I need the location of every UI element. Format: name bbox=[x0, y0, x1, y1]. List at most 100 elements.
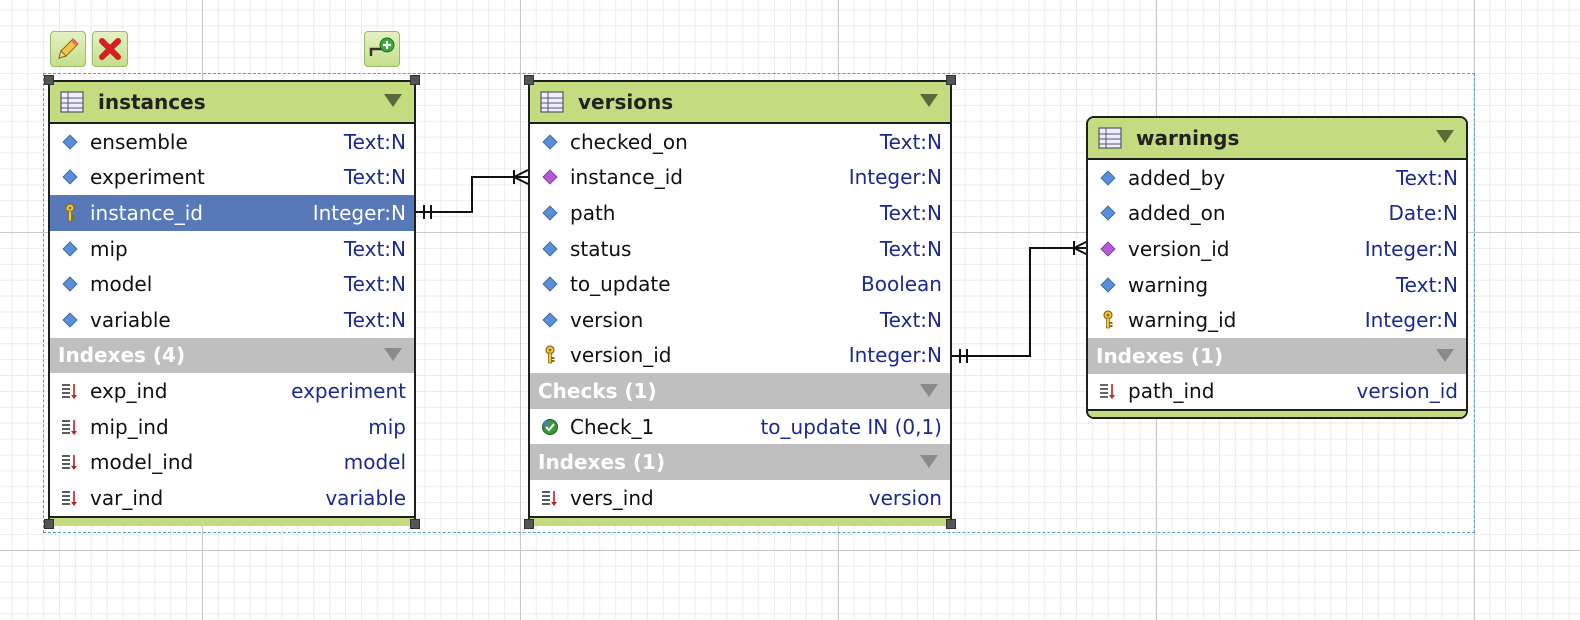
add-relation-button[interactable] bbox=[364, 31, 400, 67]
resize-handle[interactable] bbox=[524, 519, 534, 529]
column-row[interactable]: model Text:N bbox=[50, 266, 414, 302]
relation-versions-warnings[interactable] bbox=[952, 240, 1089, 363]
row-name: added_on bbox=[1128, 201, 1226, 226]
row-type: Text:N bbox=[343, 307, 406, 332]
checks-section[interactable]: Checks (1) bbox=[530, 373, 950, 409]
row-type: model bbox=[343, 450, 406, 475]
row-icon bbox=[60, 203, 80, 223]
pencil-icon bbox=[58, 38, 79, 59]
row-name: version_id bbox=[1128, 236, 1230, 261]
row-icon bbox=[60, 310, 80, 330]
indexes-label: Indexes (1) bbox=[538, 450, 666, 475]
table-footer bbox=[530, 515, 950, 526]
collapse-triangle-icon[interactable] bbox=[1436, 130, 1454, 144]
collapse-triangle-icon[interactable] bbox=[384, 94, 402, 108]
row-icon bbox=[540, 167, 560, 187]
collapse-triangle-icon[interactable] bbox=[920, 94, 938, 108]
table-header[interactable]: instances bbox=[50, 82, 414, 124]
primary-key-icon bbox=[545, 345, 555, 364]
resize-handle[interactable] bbox=[946, 75, 956, 85]
table-header[interactable]: warnings bbox=[1088, 118, 1466, 160]
row-icon bbox=[60, 132, 80, 152]
delete-button[interactable] bbox=[92, 31, 128, 67]
selection-box bbox=[43, 73, 1475, 533]
indexes-section[interactable]: Indexes (1) bbox=[1088, 337, 1466, 374]
resize-handle[interactable] bbox=[44, 519, 54, 529]
row-left: path bbox=[540, 201, 615, 225]
column-row[interactable]: version Text:N bbox=[530, 302, 950, 338]
row-left: Check_1 bbox=[540, 415, 654, 439]
table-icon bbox=[1098, 127, 1122, 149]
row-icon bbox=[60, 274, 80, 294]
row-icon bbox=[60, 381, 80, 401]
resize-handle[interactable] bbox=[410, 75, 420, 85]
resize-handle[interactable] bbox=[524, 75, 534, 85]
row-left: added_on bbox=[1098, 201, 1226, 225]
indexes-section[interactable]: Indexes (1) bbox=[530, 444, 950, 480]
collapse-triangle-icon[interactable] bbox=[920, 455, 938, 469]
table-footer bbox=[50, 515, 414, 526]
collapse-triangle-icon[interactable] bbox=[1436, 348, 1454, 363]
row-icon bbox=[60, 488, 80, 508]
collapse-triangle-icon[interactable] bbox=[384, 348, 402, 362]
edit-button[interactable] bbox=[50, 31, 86, 67]
indexes-section[interactable]: Indexes (4) bbox=[50, 337, 414, 374]
row-type: Text:N bbox=[879, 307, 942, 332]
row-icon bbox=[1098, 310, 1118, 330]
row-type: Text:N bbox=[879, 200, 942, 225]
collapse-triangle-icon[interactable] bbox=[920, 383, 938, 398]
column-diamond-icon bbox=[542, 134, 558, 150]
table-header[interactable]: versions bbox=[530, 82, 950, 124]
add-relation-icon bbox=[369, 37, 395, 56]
row-type: version bbox=[868, 485, 942, 510]
row-left: version bbox=[540, 308, 643, 332]
row-type: Text:N bbox=[343, 272, 406, 297]
row-name: warning bbox=[1128, 272, 1209, 297]
index-row[interactable]: mip_ind mip bbox=[50, 409, 414, 445]
relation-instances-versions[interactable] bbox=[416, 169, 529, 219]
row-type: Integer:N bbox=[1364, 308, 1458, 333]
checks-label: Checks (1) bbox=[538, 378, 657, 403]
row-left: path_ind bbox=[1098, 379, 1214, 403]
row-left: model bbox=[60, 272, 152, 296]
column-row[interactable]: path Text:N bbox=[530, 195, 950, 231]
index-icon bbox=[542, 490, 557, 506]
resize-handle[interactable] bbox=[44, 75, 54, 85]
row-name: instance_id bbox=[90, 200, 203, 225]
row-type: Text:N bbox=[343, 236, 406, 261]
index-icon bbox=[62, 383, 77, 399]
row-type: mip bbox=[368, 414, 406, 439]
row-name: mip_ind bbox=[90, 414, 169, 439]
row-icon bbox=[540, 417, 560, 437]
resize-handle[interactable] bbox=[410, 519, 420, 529]
table-icon bbox=[540, 91, 564, 113]
resize-handle[interactable] bbox=[946, 519, 956, 529]
row-left: status bbox=[540, 237, 631, 261]
table-title: instances bbox=[98, 90, 206, 114]
row-type: Integer:N bbox=[848, 343, 942, 368]
